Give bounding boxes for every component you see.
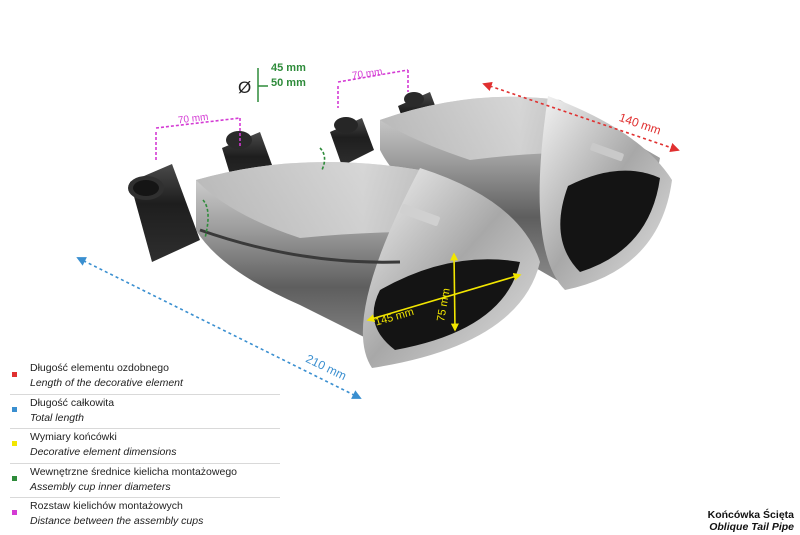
legend-dot-blue [12, 406, 17, 412]
legend-label-en: Length of the decorative element [30, 377, 183, 389]
legend-dot-green [12, 475, 17, 481]
product-caption: Końcówka Ścięta Oblique Tail Pipe [708, 509, 794, 533]
legend-label-pl: Długość całkowita [30, 396, 115, 409]
legend-label-en: Distance between the assembly cups [30, 515, 204, 528]
legend-dot-yellow [12, 441, 17, 447]
legend-dot-red [12, 372, 17, 377]
caption-title-pl: Końcówka Ścięta [707, 509, 794, 521]
legend-label-pl: Rozstaw kielichów montażowych [30, 500, 183, 513]
total-length-arrow [76, 257, 362, 399]
diameter-label-1: 45 mm [271, 62, 306, 74]
tip-height-arrow [450, 252, 459, 332]
cup-spacing-right-label: 70 mm [351, 67, 383, 82]
cup-spacing-right-marker [337, 69, 409, 108]
legend-label-en: Total length [30, 411, 84, 424]
legend-item-cup-spacing: Rozstaw kielichów montażowych Distance b… [10, 498, 280, 532]
caption-title-en: Oblique Tail Pipe [709, 521, 794, 533]
tip-height-label: 75 mm [435, 287, 453, 322]
diameter-marker [202, 68, 326, 239]
legend-item-tip-dimensions: Wymiary końcówki Decorative element dime… [10, 429, 280, 464]
tip-width-arrow [366, 272, 522, 323]
decorative-length-arrow [482, 81, 680, 153]
cup-spacing-left-label: 70 mm [177, 112, 209, 127]
total-length-label: 210 mm [304, 352, 349, 384]
legend-item-decorative-length: Długość elementu ozdobnego Length of the… [10, 360, 280, 395]
diameter-label-2: 50 mm [271, 77, 306, 89]
legend-label-en: Assembly cup inner diameters [30, 480, 171, 493]
cup-spacing-left-marker [155, 117, 241, 160]
legend: Długość elementu ozdobnego Length of the… [10, 360, 280, 532]
legend-item-total-length: Długość całkowita Total length [10, 395, 280, 430]
legend-label-pl: Długość elementu ozdobnego [30, 362, 169, 374]
legend-label-pl: Wymiary końcówki [30, 431, 117, 444]
legend-item-cup-diameters: Wewnętrzne średnice kielicha montażowego… [10, 464, 280, 499]
legend-label-pl: Wewnętrzne średnice kielicha montażowego [30, 465, 237, 478]
legend-label-en: Decorative element dimensions [30, 446, 177, 459]
legend-dot-magenta [12, 510, 17, 516]
diameter-symbol: Ø [238, 78, 251, 97]
